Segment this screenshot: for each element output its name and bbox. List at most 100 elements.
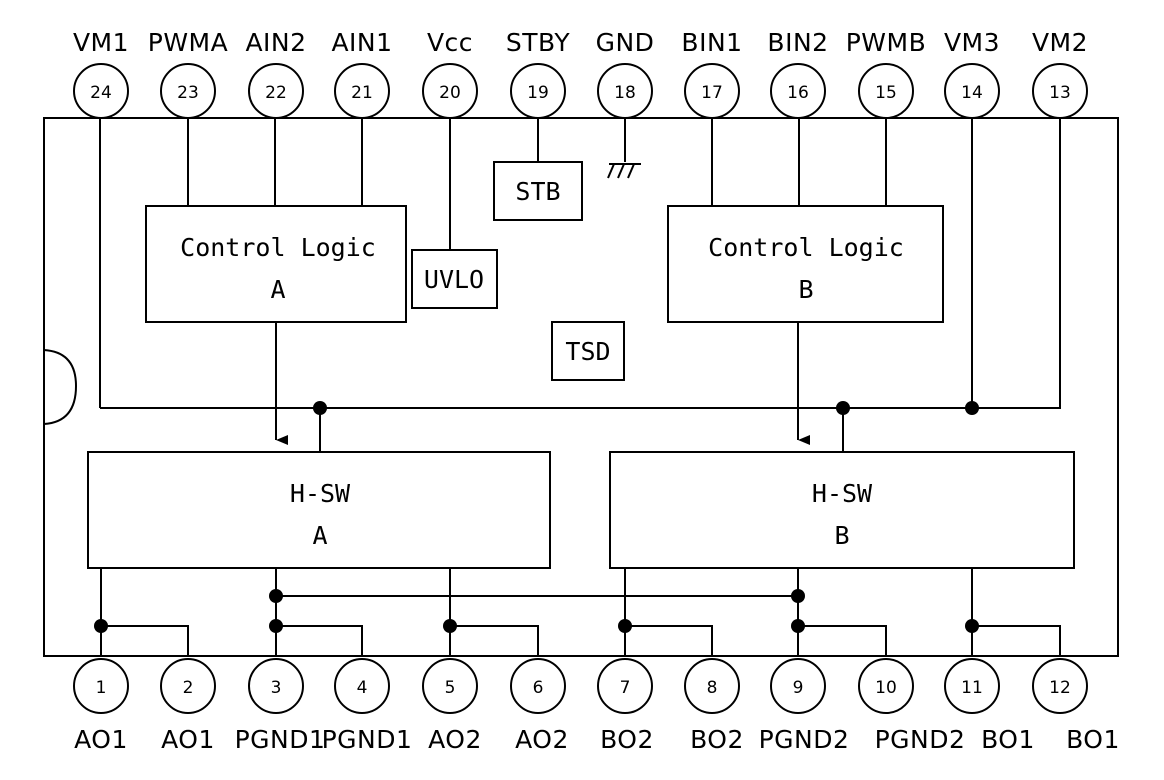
control-logic-a: Control Logic A [145,205,407,323]
h-switch-b-sub: B [834,521,849,550]
pin-label: PWMB [846,28,927,57]
tsd-label: TSD [565,337,610,366]
h-switch-a: H-SW A [87,451,551,569]
pin-label: PGND2 [875,725,966,754]
pin-number: 20 [439,83,461,103]
pin-circle [1032,658,1088,714]
ground-symbol [607,163,641,179]
pin-circle [944,63,1000,119]
h-switch-a-title: H-SW [290,479,351,508]
pin-label: AO2 [515,725,569,754]
pin-14: 14 VM3 [944,28,1000,119]
pin-label: BO2 [600,725,654,754]
uvlo-block: UVLO [411,249,498,309]
pin-number: 6 [533,678,544,698]
junction-dot [965,401,979,415]
junction-dot [618,619,632,633]
pin-number: 9 [793,678,804,698]
pin-number: 4 [357,678,368,698]
bottom-pin-row: 1AO12AO13PGND14PGND15AO26AO27BO28BO29PGN… [73,658,1120,754]
pin-17: 17 BIN1 [681,28,742,119]
junction-dot [836,401,850,415]
control-logic-b: Control Logic B [667,205,944,323]
pin-21: 21 AIN1 [331,28,392,119]
pin-circle [248,658,304,714]
pin-label: STBY [506,28,570,57]
pin-number: 21 [351,83,373,103]
pin-label: BIN1 [681,28,742,57]
pin-circle [73,63,129,119]
pin-label: AIN1 [331,28,392,57]
junction-dot [791,589,805,603]
pin-number: 7 [620,678,631,698]
pin-circle [858,658,914,714]
pin-label: BO1 [1066,725,1120,754]
pin-circle [160,63,216,119]
pin-label: AO2 [428,725,482,754]
package-outline [43,117,1119,657]
h-switch-a-sub: A [312,521,327,550]
bo1-bridge [972,625,1061,656]
pin-circle [422,658,478,714]
junction-dot [791,619,805,633]
control-logic-b-title: Control Logic [708,233,904,262]
pin-label: VM2 [1032,28,1088,57]
orientation-notch [43,349,78,425]
pin-label: VM1 [73,28,129,57]
bo2-bridge [625,625,713,656]
pin-number: 14 [961,83,983,103]
pin-circle [944,658,1000,714]
pin-circle [597,63,653,119]
pin-number: 10 [875,678,897,698]
pin-circle [160,658,216,714]
pin-circle [684,63,740,119]
pin-circle [73,658,129,714]
pin-circle [334,658,390,714]
pin-number: 12 [1049,678,1071,698]
pin-circle [770,63,826,119]
pin-circle [597,658,653,714]
pin-number: 23 [177,83,199,103]
pgnd2-bridge [798,625,887,656]
junction-dot [269,589,283,603]
pin-label: Vcc [427,28,473,57]
stb-label: STB [515,177,560,206]
pin-number: 17 [701,83,723,103]
h-switch-b: H-SW B [609,451,1075,569]
junction-dot [269,619,283,633]
pin-label: PGND1 [322,725,413,754]
control-logic-a-sub: A [270,275,285,304]
pin-number: 19 [527,83,549,103]
supply-rail [100,118,1061,409]
pin-20: 20 Vcc [422,28,478,119]
pin-label: VM3 [944,28,1000,57]
pin-label: PGND1 [235,725,326,754]
pin-circle [422,63,478,119]
junction-dot [94,619,108,633]
pin-circle [858,63,914,119]
pin-number: 22 [265,83,287,103]
pin-number: 1 [96,678,107,698]
h-switch-b-title: H-SW [812,479,873,508]
pin-number: 8 [707,678,718,698]
pin-number: 24 [90,83,112,103]
junction-dot [443,619,457,633]
stb-block: STB [493,161,583,221]
control-logic-b-sub: B [798,275,813,304]
pgnd1-bridge [276,625,363,656]
pin-label: BO1 [981,725,1035,754]
pin-circle [510,658,566,714]
pin-label: PWMA [148,28,228,57]
pin-number: 5 [445,678,456,698]
